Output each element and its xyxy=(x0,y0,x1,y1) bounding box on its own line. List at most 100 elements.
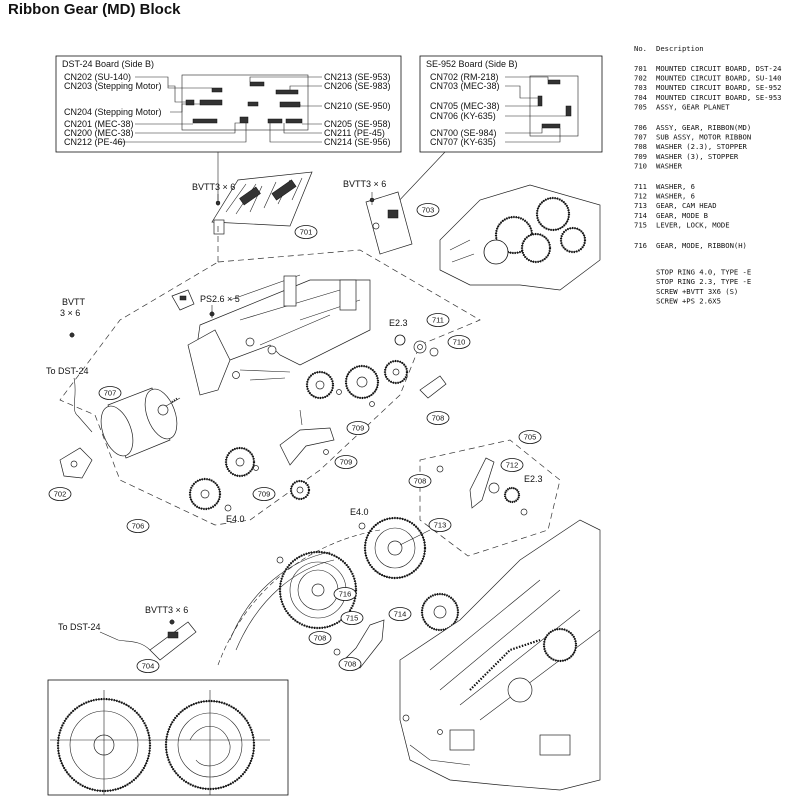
board-704 xyxy=(149,621,197,661)
part-description: WASHER, 6 xyxy=(656,192,695,201)
part-description: SUB ASSY, MOTOR RIBBON xyxy=(656,133,751,142)
assembly-706-outline xyxy=(59,249,481,526)
callout-number: 706 xyxy=(132,522,145,531)
inset-detail-box xyxy=(47,679,289,796)
callout-bubble xyxy=(136,659,160,673)
part-description: WASHER (2.3), STOPPER xyxy=(656,142,748,151)
se952-leader xyxy=(394,151,446,206)
dst24-right-4: CN211 (PE-45) xyxy=(324,128,385,138)
board-703 xyxy=(365,191,413,255)
callout-bubble xyxy=(388,607,412,621)
base-chassis xyxy=(399,519,601,791)
callout-number: 707 xyxy=(104,389,117,398)
gear-713 xyxy=(363,516,431,580)
callout-number: 708 xyxy=(414,477,427,486)
callout-bubble xyxy=(426,313,450,327)
part-description: GEAR, MODE, RIBBON(H) xyxy=(656,241,747,250)
callout-bubble xyxy=(308,631,332,645)
callout-number: 709 xyxy=(352,424,365,433)
part-description: LEVER, LOCK, MODE xyxy=(656,220,730,229)
part-description: ASSY, GEAR, RIBBON(MD) xyxy=(656,123,751,132)
callout-bubble xyxy=(338,657,362,671)
hardware-item: SCREW +PS 2.6X5 xyxy=(656,296,721,305)
upper-mechanism xyxy=(439,184,601,291)
part-description: WASHER xyxy=(656,161,683,170)
part-description: WASHER (3), STOPPER xyxy=(656,152,739,161)
callout-bubble xyxy=(340,611,364,625)
callout-bubble xyxy=(294,225,318,239)
dst24-right-2: CN210 (SE-950) xyxy=(324,101,391,111)
se952-left-3: CN706 (KY-635) xyxy=(430,111,496,121)
callout-number: 716 xyxy=(339,590,352,599)
part-no: 702 xyxy=(634,74,647,83)
to-dst24-label-2: To DST-24 xyxy=(58,622,101,632)
bvtt-label-3a: BVTT xyxy=(62,297,86,307)
part-no: 709 xyxy=(634,152,647,161)
callout-bubble xyxy=(334,455,358,469)
callout-number: 704 xyxy=(142,662,155,671)
part-no: 714 xyxy=(634,211,647,220)
gear-714 xyxy=(420,592,460,632)
ps-screw-label: PS2.6 × 5 xyxy=(200,294,240,304)
callout-bubble xyxy=(346,421,370,435)
dst24-left-0: CN202 (SU-140) xyxy=(64,72,131,82)
part-no: 703 xyxy=(634,83,647,92)
callout-bubble xyxy=(428,518,452,532)
bvtt-label-1: BVTT3 × 6 xyxy=(192,182,235,192)
lever-parts xyxy=(253,375,447,471)
se952-heading: SE-952 Board (Side B) xyxy=(426,59,518,69)
callout-bubble xyxy=(98,386,122,400)
callout-bubble xyxy=(426,411,450,425)
part-no: 706 xyxy=(634,123,647,132)
callout-bubble xyxy=(408,474,432,488)
bvtt-label-2: BVTT3 × 6 xyxy=(343,179,386,189)
callout-number: 708 xyxy=(432,414,445,423)
dst24-left-1: CN203 (Stepping Motor) xyxy=(64,81,162,91)
dst24-right-0: CN213 (SE-953) xyxy=(324,72,391,82)
callout-number: 713 xyxy=(434,521,447,530)
dst24-left-5: CN212 (PE-46) xyxy=(64,137,126,147)
part-description: MOUNTED CIRCUIT BOARD, DST-24 xyxy=(656,64,782,73)
callout-number: 714 xyxy=(394,610,407,619)
part-no: 711 xyxy=(634,182,647,191)
callout-number: 711 xyxy=(432,316,444,325)
hardware-item: STOP RING 4.0, TYPE -E xyxy=(656,268,751,277)
callout-number: 710 xyxy=(453,338,466,347)
e40-label-a: E4.0 xyxy=(226,514,245,524)
part-no: 707 xyxy=(634,133,647,142)
se952-board-box: SE-952 Board (Side B) CN702 (RM-218) CN7… xyxy=(419,55,603,153)
callout-bubble xyxy=(48,487,72,501)
part-no: 704 xyxy=(634,93,647,102)
se952-left-5: CN707 (KY-635) xyxy=(430,137,496,147)
dst24-left-2: CN204 (Stepping Motor) xyxy=(64,107,162,117)
callout-bubble xyxy=(500,458,524,472)
part-no: 713 xyxy=(634,201,647,210)
se952-left-1: CN703 (MEC-38) xyxy=(430,81,500,91)
callout-layer: 7017027037047057067077087087087087097097… xyxy=(48,203,542,673)
bvtt-label-3b: 3 × 6 xyxy=(60,308,80,318)
callout-number: 709 xyxy=(258,490,271,499)
board-701 xyxy=(211,171,313,235)
part-description: MOUNTED CIRCUIT BOARD, SE-953 xyxy=(656,93,782,102)
gear-716 xyxy=(278,550,358,630)
lever-715 xyxy=(341,619,385,669)
hardware-item: STOP RING 2.3, TYPE -E xyxy=(656,277,751,286)
dst24-right-1: CN206 (SE-983) xyxy=(324,81,391,91)
callout-bubble xyxy=(126,519,150,533)
callout-number: 703 xyxy=(422,206,435,215)
part-description: GEAR, CAM HEAD xyxy=(656,201,717,210)
part-description: MOUNTED CIRCUIT BOARD, SU-140 xyxy=(656,74,782,83)
e23-label-b: E2.3 xyxy=(524,474,543,484)
callout-bubble xyxy=(416,203,440,217)
callout-bubble xyxy=(518,430,542,444)
bracket-702 xyxy=(59,447,93,479)
clip-part xyxy=(171,289,195,311)
callout-number: 702 xyxy=(54,490,67,499)
dst24-heading: DST-24 Board (Side B) xyxy=(62,59,154,69)
callout-bubble xyxy=(252,487,276,501)
dst24-right-3: CN205 (SE-958) xyxy=(324,119,391,129)
